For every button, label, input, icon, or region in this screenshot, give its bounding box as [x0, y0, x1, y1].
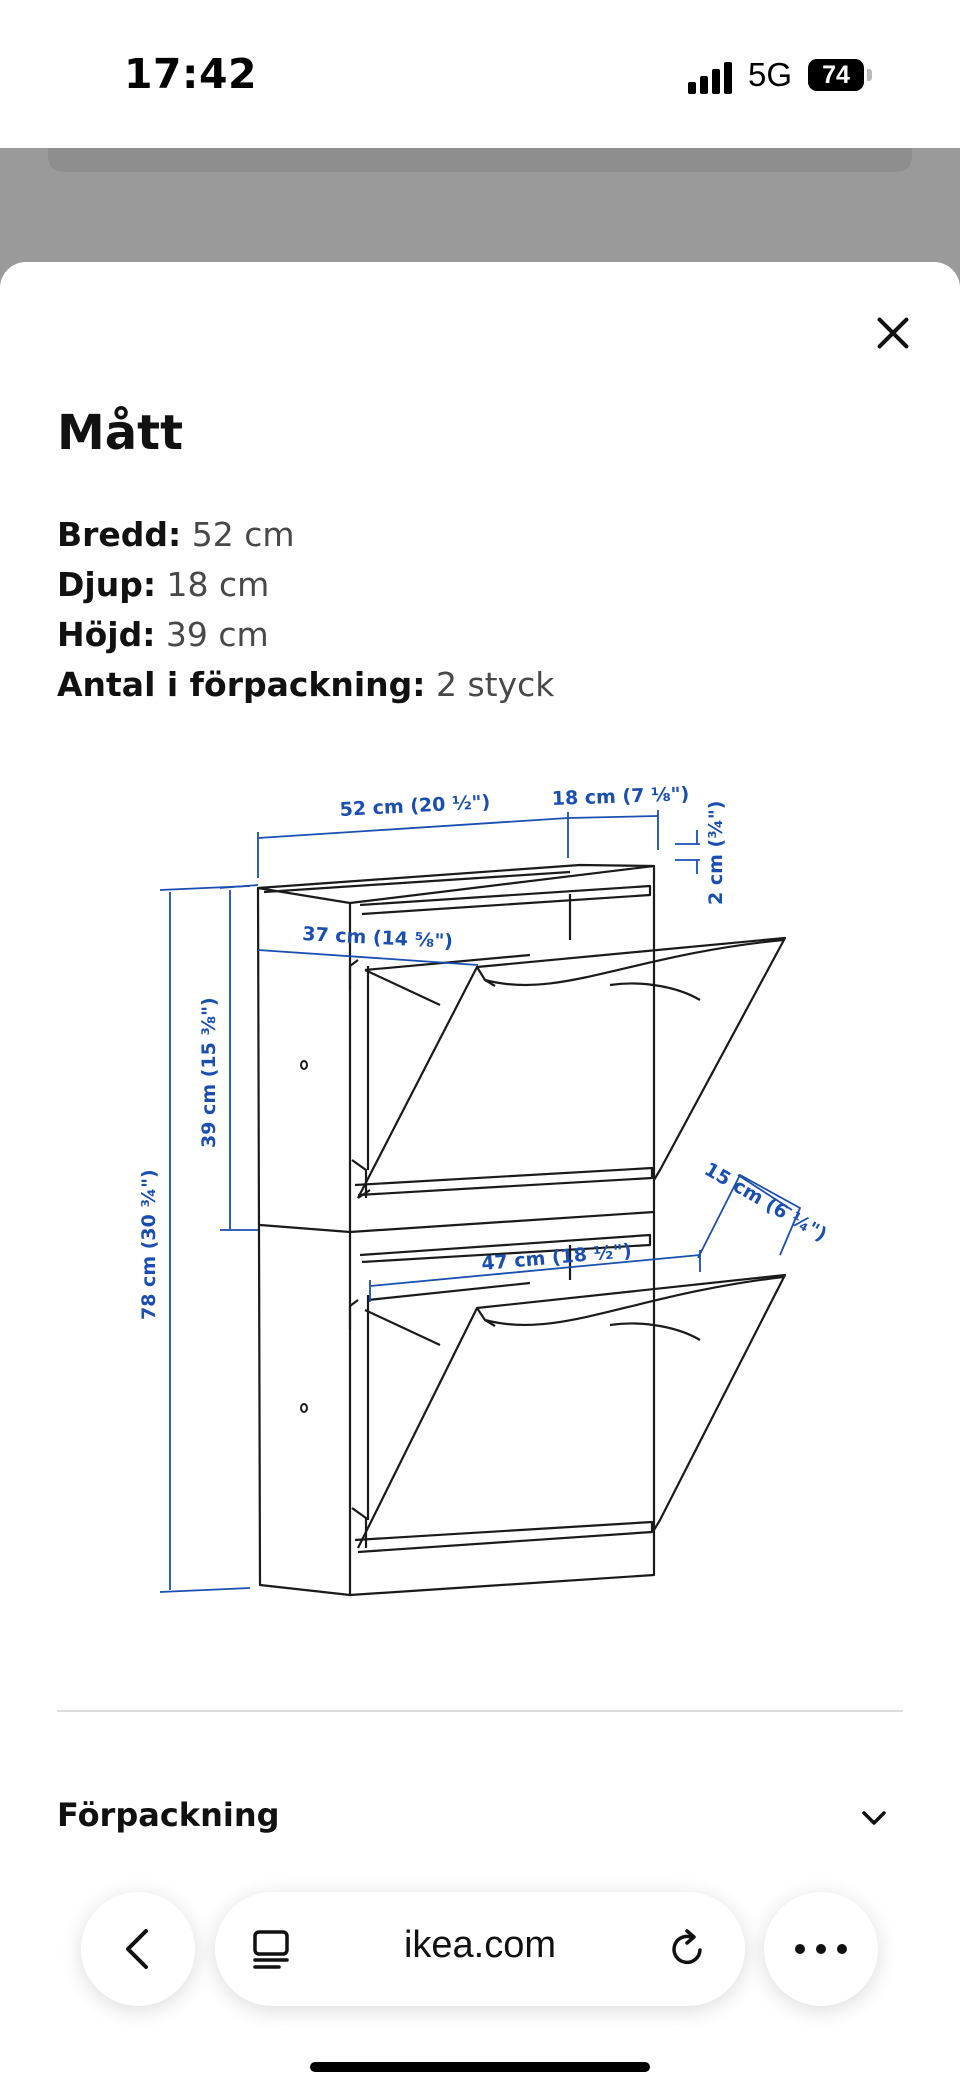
label-drawer-depth: 15 cm (6 ¼") [701, 1158, 831, 1246]
spec-value: 52 cm [191, 515, 295, 554]
back-button[interactable] [81, 1892, 195, 2006]
battery-icon: 74 [808, 59, 864, 91]
status-bar: 17:42 5G 74 [0, 0, 960, 148]
battery-tip [867, 69, 872, 81]
label-width-total: 52 cm (20 ½") [339, 791, 491, 821]
label-inner-width-top: 37 cm (14 ⅝") [302, 923, 454, 953]
section-divider [57, 1710, 903, 1712]
spec-height: Höjd: 39 cm [57, 610, 554, 660]
address-bar[interactable]: ikea.com [215, 1892, 745, 2006]
url-text[interactable]: ikea.com [403, 1924, 557, 1966]
cellular-signal-icon [688, 62, 736, 94]
tabs-icon[interactable] [251, 1928, 291, 1970]
label-top-thickness: 2 cm (¾") [705, 801, 727, 905]
spec-package-count: Antal i förpackning: 2 styck [57, 660, 554, 710]
dimensions-sheet [0, 262, 960, 2087]
spec-value: 2 styck [436, 665, 555, 704]
label-total-height: 78 cm (30 ¾") [140, 1169, 160, 1320]
network-type: 5G [748, 56, 793, 93]
clock: 17:42 [124, 50, 258, 98]
close-button[interactable] [866, 306, 920, 360]
sheet-title: Mått [57, 405, 184, 461]
spec-label: Djup: [57, 565, 157, 604]
chevron-down-icon[interactable] [856, 1800, 892, 1836]
spec-label: Bredd: [57, 515, 182, 554]
spec-depth: Djup: 18 cm [57, 560, 554, 610]
ellipsis-icon [795, 1944, 847, 1954]
spec-value: 18 cm [166, 565, 270, 604]
dimension-diagram: 52 cm (20 ½") 18 cm (7 ⅛") 2 cm (¾") 37 … [140, 783, 831, 1597]
packaging-section-header[interactable]: Förpackning [57, 1796, 280, 1834]
label-depth-total: 18 cm (7 ⅛") [551, 783, 689, 810]
spec-label: Antal i förpackning: [57, 665, 426, 704]
background-page-card [48, 148, 912, 172]
spec-value: 39 cm [165, 615, 269, 654]
chevron-left-icon [126, 1929, 148, 1969]
more-options-button[interactable] [764, 1892, 878, 2006]
home-indicator [310, 2062, 650, 2072]
label-unit-height: 39 cm (15 ⅜") [198, 997, 220, 1148]
spec-width: Bredd: 52 cm [57, 510, 554, 560]
spec-list: Bredd: 52 cm Djup: 18 cm Höjd: 39 cm Ant… [57, 510, 554, 710]
reload-icon[interactable] [667, 1928, 709, 1970]
spec-label: Höjd: [57, 615, 156, 654]
